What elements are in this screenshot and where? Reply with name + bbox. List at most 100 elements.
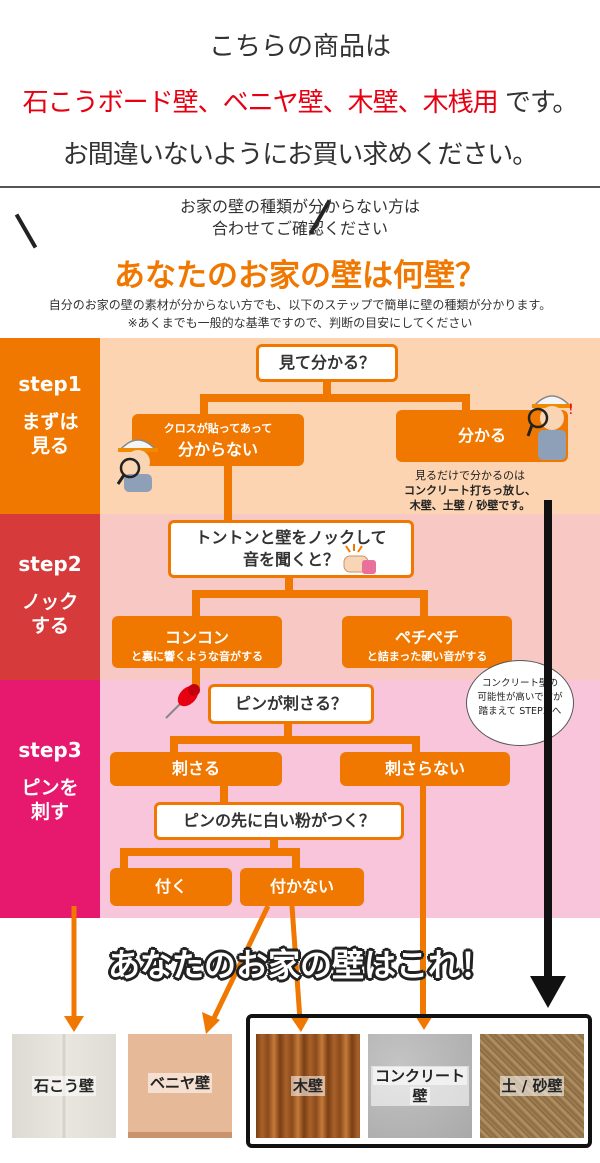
connector	[420, 786, 426, 1014]
step3-name: step3	[18, 738, 82, 762]
answer-cannot-tell: クロスが貼ってあって 分からない	[132, 414, 304, 466]
can-tell-note3: 木壁、土壁 / 砂壁です。	[409, 499, 531, 512]
worker-magnifier-icon	[116, 439, 158, 492]
intro-line2: 合わせてご確認ください	[211, 219, 388, 238]
concrete-hint-bubble: コンクリート壁の 可能性が高いですが 踏まえて STEP3 へ	[466, 660, 574, 746]
connector	[192, 590, 200, 616]
connector	[192, 590, 428, 598]
svg-text:!: !	[568, 402, 574, 418]
tile-soil-label: 土 / 砂壁	[499, 1076, 565, 1096]
answer-konkon-main: コンコン	[164, 628, 229, 647]
step2-name: step2	[18, 552, 82, 576]
question-see: 見て分かる？	[256, 344, 398, 382]
tile-wood-label: 木壁	[290, 1076, 325, 1096]
arrow-to-plywood	[202, 904, 271, 1034]
step2-text2: する	[30, 615, 69, 637]
step1-label: step1 まずは 見る	[0, 372, 100, 458]
answer-konkon-small: と裏に響くような音がする	[131, 650, 263, 663]
intro-question: お家の壁の種類が分からない方は 合わせてご確認ください	[0, 196, 600, 240]
intro-description: 自分のお家の壁の素材が分からない方でも、以下のステップで簡単に壁の種類が分かりま…	[0, 296, 600, 332]
intro-heading: あなたのお家の壁は何壁？	[114, 258, 486, 294]
notice-line2: 石こうボード壁、ベニヤ壁、木壁、木桟用 です。	[0, 82, 600, 119]
connector	[284, 720, 292, 740]
can-tell-note2: コンクリート打ちっ放し、	[404, 484, 536, 497]
answer-cannot-tell-main: 分からない	[177, 440, 258, 459]
question-knock-line1: トントンと壁をノックして	[195, 528, 387, 547]
knocking-hand-icon	[343, 544, 376, 574]
step1-text1: まずは	[21, 411, 79, 433]
step3-text1: ピンを	[21, 777, 79, 799]
result-banner: あなたのお家の壁はこれ！	[107, 946, 492, 984]
arrow-to-concrete	[414, 1014, 434, 1030]
worker-magnifier-icon: !	[526, 395, 574, 460]
answer-pin-goes-in: 刺さる	[110, 752, 282, 786]
tile-plywood: ベニヤ壁	[128, 1034, 232, 1138]
step2-column	[0, 514, 100, 680]
tile-concrete-label1: コンクリート	[372, 1067, 467, 1085]
connector	[292, 848, 300, 868]
notice-line3: お間違いないようにお買い求めください。	[62, 140, 538, 170]
tile-concrete-label2: 壁	[410, 1087, 430, 1105]
step3-text2: 刺す	[30, 801, 69, 823]
step1-column	[0, 338, 100, 514]
question-white-powder: ピンの先に白い粉がつく？	[154, 802, 404, 840]
connector	[170, 736, 178, 752]
tile-wood: 木壁	[256, 1034, 360, 1138]
can-tell-note1: 見るだけで分かるのは	[415, 469, 525, 482]
intro-desc1: 自分のお家の壁の素材が分からない方でも、以下のステップで簡単に壁の種類が分かりま…	[48, 298, 552, 312]
tile-plywood-label: ベニヤ壁	[147, 1073, 212, 1093]
arrow-to-gypsum	[64, 906, 84, 1032]
result-arrows	[64, 500, 566, 1034]
notice-line2-tail: です。	[497, 88, 578, 118]
tile-gypsum-label: 石こう壁	[31, 1076, 96, 1096]
arrow-to-soil	[530, 500, 566, 1008]
step2-text1: ノック	[21, 591, 79, 613]
push-pin-icon	[165, 684, 200, 719]
connector	[462, 394, 470, 412]
connector	[224, 466, 232, 522]
visible-walls-frame	[246, 1014, 592, 1148]
answer-cannot-tell-small: クロスが貼ってあって	[163, 422, 273, 435]
notice-line1: こちらの商品は	[208, 32, 391, 62]
connector	[270, 836, 278, 852]
connector	[285, 574, 293, 594]
step1-name: step1	[18, 372, 82, 396]
step3-column	[0, 680, 100, 918]
tile-concrete-label: コンクリート壁	[370, 1066, 469, 1106]
tile-concrete: コンクリート壁	[368, 1034, 472, 1138]
product-notice: こちらの商品は 石こうボード壁、ベニヤ壁、木壁、木桟用 です。 お間違いないよう…	[0, 0, 600, 188]
answer-powder-yes: 付く	[110, 868, 232, 906]
answer-pechipechi: ペチペチ と詰まった硬い音がする	[342, 616, 512, 668]
question-knock-line2: 音を聞くと？	[242, 550, 339, 569]
tile-gypsum: 石こう壁	[12, 1034, 116, 1138]
connector	[120, 848, 300, 856]
notice-wall-types: 石こうボード壁、ベニヤ壁、木壁、木桟用	[22, 88, 499, 118]
question-pin: ピンが刺さる？	[208, 684, 374, 724]
answer-pin-does-not: 刺さらない	[340, 752, 510, 786]
connector	[170, 736, 420, 744]
step3-label: step3 ピンを 刺す	[0, 738, 100, 824]
answer-powder-no: 付かない	[240, 868, 364, 906]
intro-line1: お家の壁の種類が分からない方は	[179, 197, 420, 216]
connector	[412, 736, 420, 752]
connector	[323, 378, 331, 398]
connector	[192, 668, 200, 688]
bubble-line1: コンクリート壁の	[481, 678, 558, 689]
connector	[200, 394, 208, 416]
answer-pechipechi-main: ペチペチ	[394, 628, 459, 647]
connector	[420, 590, 428, 616]
bubble-line2: 可能性が高いですが	[477, 692, 563, 703]
connector	[200, 394, 470, 402]
connector	[220, 786, 228, 802]
arrow-to-wood	[289, 905, 310, 1032]
tile-soil: 土 / 砂壁	[480, 1034, 584, 1138]
intro-desc2: ※あくまでも一般的な基準ですので、判断の目安にしてください	[127, 316, 473, 330]
question-knock: トントンと壁をノックして 音を聞くと？	[168, 520, 414, 578]
step1-text2: 見る	[30, 435, 69, 457]
bubble-line3: 踏まえて STEP3 へ	[478, 706, 562, 717]
answer-konkon: コンコン と裏に響くような音がする	[112, 616, 282, 668]
connector	[120, 848, 128, 868]
step2-label: step2 ノック する	[0, 552, 100, 638]
answer-pechipechi-small: と詰まった硬い音がする	[366, 650, 488, 663]
can-tell-note: 見るだけで分かるのは コンクリート打ちっ放し、 木壁、土壁 / 砂壁です。	[380, 468, 560, 513]
